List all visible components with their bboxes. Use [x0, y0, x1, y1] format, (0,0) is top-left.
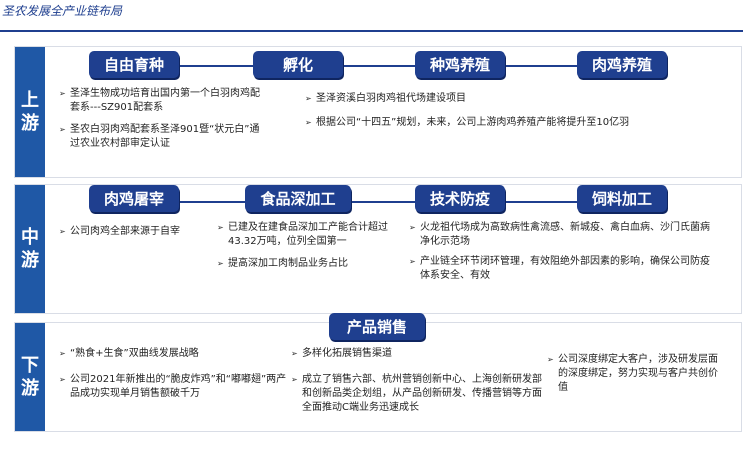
pill-product-sales: 产品销售 [329, 313, 425, 340]
list-item-text: 圣泽资溪白羽肉鸡祖代场建设项目 [316, 93, 466, 104]
list-item: ➢ “熟食+生食”双曲线发展战略 [59, 347, 270, 361]
list-item: ➢ 多样化拓展销售渠道 [291, 347, 502, 361]
upstream-section: 上 游 自由育种 孵化 种鸡养殖 肉鸡养殖 ➢ 圣泽生物成功培育出国内第一个白羽… [14, 46, 742, 178]
arrow-right-icon: ➢ [291, 349, 298, 358]
arrow-right-icon: ➢ [305, 94, 312, 103]
list-item: ➢ 根据公司“十四五”规划，未来，公司上游肉鸡养殖产能将提升至10亿羽 [305, 116, 716, 130]
list-item-text: 圣农白羽肉鸡配套系圣泽901暨“状元白”通过农业农村部审定认证 [70, 124, 260, 149]
midstream-label: 中 游 [15, 185, 45, 313]
list-item: ➢ 公司2021年新推出的“脆皮炸鸡”和“嘟嘟翅”两产品成功实现单月销售额破千万 [59, 373, 290, 401]
arrow-right-icon: ➢ [217, 259, 224, 268]
list-item-text: 公司深度绑定大客户，涉及研发层面的深度绑定，努力实现与客户共创价值 [558, 354, 718, 393]
pill-broiler-farming: 肉鸡养殖 [577, 51, 667, 78]
pill-feed-processing: 饲料加工 [577, 185, 667, 212]
arrow-right-icon: ➢ [59, 349, 66, 358]
page-header-title: 圣农发展全产业链布局 [2, 4, 123, 18]
list-item: ➢ 产业链全环节闭环管理，有效阻绝外部因素的影响，确保公司防疫体系安全、有效 [409, 255, 710, 283]
list-item: ➢ 公司深度绑定大客户，涉及研发层面的深度绑定，努力实现与客户共创价值 [547, 353, 718, 395]
list-item-text: 提高深加工肉制品业务占比 [228, 258, 348, 269]
upstream-label-char: 游 [21, 113, 39, 134]
list-item-text: 已建及在建食品深加工产能合计超过43.32万吨，位列全国第一 [228, 222, 388, 247]
arrow-right-icon: ➢ [217, 223, 224, 232]
pill-hatching: 孵化 [253, 51, 343, 78]
list-item-text: 成立了销售六部、杭州营销创新中心、上海创新研发部和创新品类企划组，从产品创新研发… [302, 374, 542, 413]
list-item: ➢ 成立了销售六部、杭州营销创新中心、上海创新研发部和创新品类企划组，从产品创新… [291, 373, 542, 415]
arrow-right-icon: ➢ [59, 89, 66, 98]
list-item: ➢ 公司肉鸡全部来源于自宰 [59, 225, 220, 239]
list-item: ➢ 已建及在建食品深加工产能合计超过43.32万吨，位列全国第一 [217, 221, 398, 249]
list-item-text: “熟食+生食”双曲线发展战略 [70, 348, 199, 359]
list-item: ➢ 圣农白羽肉鸡配套系圣泽901暨“状元白”通过农业农村部审定认证 [59, 123, 260, 151]
list-item-text: 多样化拓展销售渠道 [302, 348, 392, 359]
arrow-right-icon: ➢ [305, 118, 312, 127]
midstream-connector [165, 201, 645, 203]
header-divider [0, 30, 743, 32]
list-item-text: 火龙祖代场成为高致病性禽流感、新城疫、禽白血病、沙门氏菌病净化示范场 [420, 222, 710, 247]
pill-breeder-farming: 种鸡养殖 [415, 51, 505, 78]
downstream-label: 下 游 [15, 323, 45, 431]
downstream-label-char: 下 [21, 355, 39, 376]
list-item: ➢ 提高深加工肉制品业务占比 [217, 257, 398, 271]
list-item: ➢ 圣泽生物成功培育出国内第一个白羽肉鸡配套系---SZ901配套系 [59, 87, 260, 115]
list-item-text: 圣泽生物成功培育出国内第一个白羽肉鸡配套系---SZ901配套系 [70, 88, 260, 113]
list-item-text: 产业链全环节闭环管理，有效阻绝外部因素的影响，确保公司防疫体系安全、有效 [420, 256, 710, 281]
pill-breeding: 自由育种 [89, 51, 179, 78]
midstream-label-char: 中 [21, 227, 39, 248]
arrow-right-icon: ➢ [547, 355, 554, 364]
arrow-right-icon: ➢ [59, 227, 66, 236]
midstream-label-char: 游 [21, 250, 39, 271]
upstream-label: 上 游 [15, 47, 45, 177]
pill-deep-processing: 食品深加工 [245, 185, 351, 212]
midstream-section: 中 游 肉鸡屠宰 食品深加工 技术防疫 饲料加工 ➢ 公司肉鸡全部来源于自宰 ➢… [14, 184, 742, 314]
pill-epidemic-prevention: 技术防疫 [415, 185, 505, 212]
arrow-right-icon: ➢ [409, 223, 416, 232]
upstream-connector [165, 65, 645, 67]
upstream-label-char: 上 [21, 90, 39, 111]
downstream-section: 下 游 产品销售 ➢ “熟食+生食”双曲线发展战略 ➢ 公司2021年新推出的“… [14, 313, 742, 432]
list-item-text: 公司肉鸡全部来源于自宰 [70, 226, 180, 237]
list-item: ➢ 圣泽资溪白羽肉鸡祖代场建设项目 [305, 92, 706, 106]
arrow-right-icon: ➢ [409, 257, 416, 266]
pill-slaughter: 肉鸡屠宰 [89, 185, 179, 212]
list-item-text: 根据公司“十四五”规划，未来，公司上游肉鸡养殖产能将提升至10亿羽 [316, 117, 630, 128]
list-item: ➢ 火龙祖代场成为高致病性禽流感、新城疫、禽白血病、沙门氏菌病净化示范场 [409, 221, 710, 249]
arrow-right-icon: ➢ [291, 375, 298, 384]
downstream-label-char: 游 [21, 378, 39, 399]
arrow-right-icon: ➢ [59, 125, 66, 134]
list-item-text: 公司2021年新推出的“脆皮炸鸡”和“嘟嘟翅”两产品成功实现单月销售额破千万 [70, 374, 287, 399]
arrow-right-icon: ➢ [59, 375, 66, 384]
